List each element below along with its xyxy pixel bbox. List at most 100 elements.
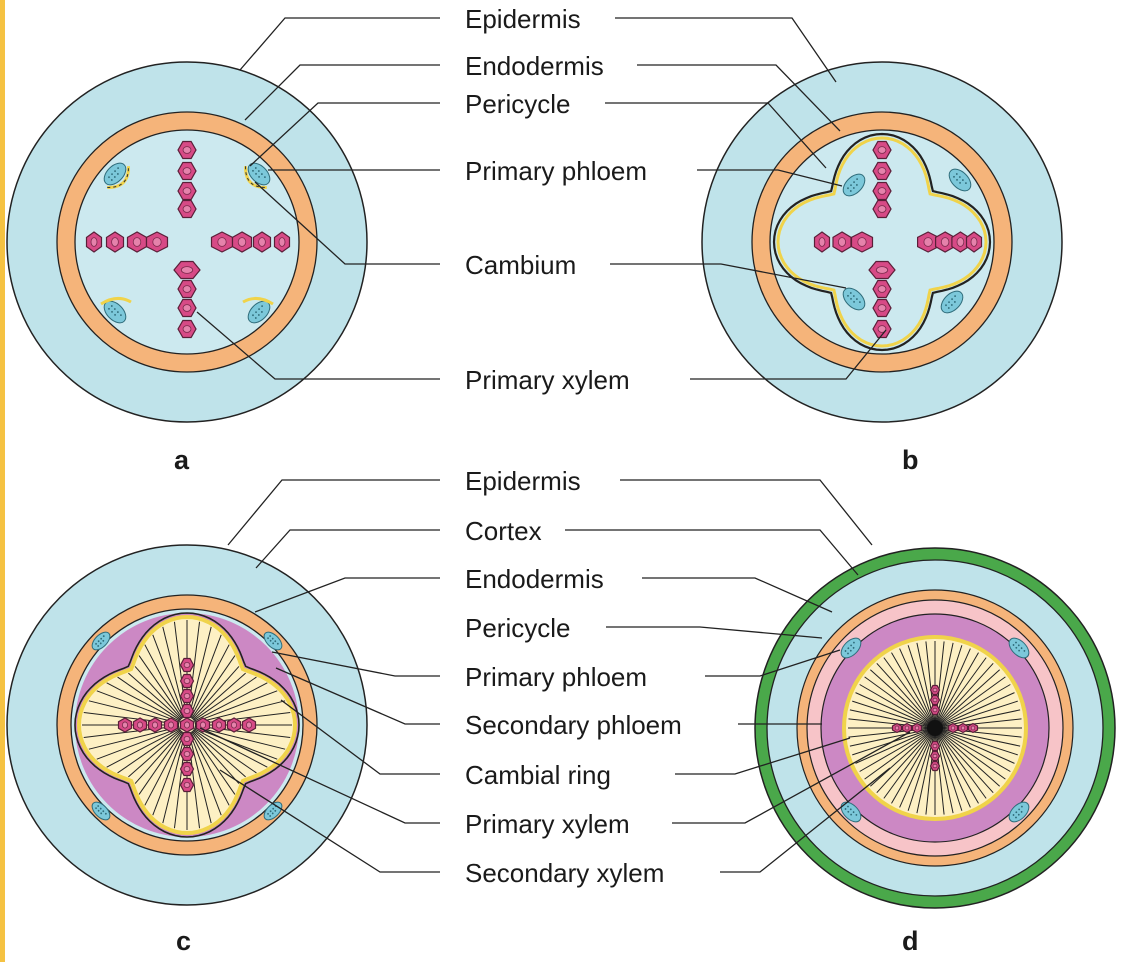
xylem-vessel-lumen xyxy=(957,238,964,247)
xylem-vessel-lumen xyxy=(184,736,190,741)
xylem-vessel xyxy=(213,718,226,732)
label-top-pericycle: Pericycle xyxy=(465,89,570,119)
xylem-vessel-lumen xyxy=(933,754,937,758)
xylem-vessel-lumen xyxy=(878,206,886,213)
xylem-vessel-lumen xyxy=(878,286,886,293)
xylem-vessel xyxy=(931,686,940,695)
xylem-vessel xyxy=(181,733,194,746)
xylem-vessel-lumen xyxy=(933,688,937,692)
xylem-vessel-lumen xyxy=(200,722,205,728)
xylem-vessel-lumen xyxy=(895,726,899,730)
xylem-vessel xyxy=(181,779,194,792)
label-top-primary-phloem: Primary phloem xyxy=(465,156,647,186)
xylem-vessel-lumen xyxy=(876,267,887,274)
xylem-vessel xyxy=(903,724,912,733)
xylem-vessel-lumen xyxy=(122,722,127,728)
xylem-vessel-lumen xyxy=(184,782,190,787)
xylem-vessel xyxy=(134,718,147,732)
xylem-vessel-lumen xyxy=(819,238,825,247)
xylem-vessel-lumen xyxy=(183,206,191,213)
xylem-vessel-lumen xyxy=(933,744,937,748)
leader-c-cortex xyxy=(256,530,440,568)
xylem-vessel xyxy=(931,706,940,715)
xylem-vessel-lumen xyxy=(183,168,191,175)
xylem-vessel-lumen xyxy=(183,147,191,154)
xylem-vessel-lumen xyxy=(924,238,932,247)
xylem-vessel-lumen xyxy=(184,693,190,698)
panel-letter-a: a xyxy=(174,445,190,475)
xylem-vessel xyxy=(931,752,940,761)
xylem-vessel xyxy=(149,718,162,732)
xylem-vessel-lumen xyxy=(184,708,190,713)
panel-c-cross-section xyxy=(7,545,367,905)
xylem-vessel-lumen xyxy=(878,188,886,195)
xylem-vessel-lumen xyxy=(878,305,886,312)
xylem-vessel-lumen xyxy=(933,708,937,712)
xylem-vessel xyxy=(181,705,194,718)
xylem-vessel xyxy=(959,724,968,733)
xylem-vessel-lumen xyxy=(838,238,845,247)
xylem-vessel-lumen xyxy=(152,722,157,728)
xylem-vessel xyxy=(969,724,978,733)
label-bottom-pericycle: Pericycle xyxy=(465,613,570,643)
xylem-vessel xyxy=(913,724,922,733)
xylem-vessel-lumen xyxy=(184,722,189,728)
xylem-vessel-lumen xyxy=(878,168,886,175)
xylem-vessel-lumen xyxy=(184,751,190,756)
xylem-vessel-lumen xyxy=(183,188,191,195)
xylem-vessel xyxy=(181,659,194,672)
xylem-vessel-lumen xyxy=(112,238,119,247)
xylem-vessel-lumen xyxy=(951,726,955,730)
xylem-vessel-lumen xyxy=(878,147,886,154)
xylem-vessel-lumen xyxy=(181,267,192,274)
xylem-vessel-lumen xyxy=(971,726,975,730)
leader-a-epidermis xyxy=(240,18,440,70)
xylem-vessel-lumen xyxy=(933,698,937,702)
label-top-primary-xylem: Primary xylem xyxy=(465,365,630,395)
xylem-vessel xyxy=(949,724,958,733)
xylem-vessel-lumen xyxy=(184,766,190,771)
xylem-vessel xyxy=(931,742,940,751)
xylem-vessel-lumen xyxy=(184,662,190,667)
leader-d-epidermis xyxy=(620,480,872,545)
xylem-vessel xyxy=(181,763,194,776)
xylem-vessel-lumen xyxy=(137,722,142,728)
xylem-vessel-lumen xyxy=(168,722,173,728)
xylem-vessel-lumen xyxy=(218,238,226,247)
xylem-vessel xyxy=(181,675,194,688)
label-bottom-secondary-phloem: Secondary phloem xyxy=(465,710,682,740)
xylem-vessel-lumen xyxy=(91,238,97,247)
xylem-vessel xyxy=(931,696,940,705)
label-bottom-cortex: Cortex xyxy=(465,516,542,546)
xylem-vessel xyxy=(181,690,194,703)
xylem-vessel xyxy=(931,762,940,771)
label-bottom-primary-phloem: Primary phloem xyxy=(465,662,647,692)
xylem-vessel-lumen xyxy=(183,305,191,312)
xylem-vessel-lumen xyxy=(238,238,246,247)
panel-letter-c: c xyxy=(176,926,191,956)
xylem-vessel xyxy=(181,718,194,732)
xylem-vessel-lumen xyxy=(246,722,251,728)
xylem-vessel-lumen xyxy=(183,326,191,333)
pith-center xyxy=(927,720,943,736)
panel-b-cross-section xyxy=(702,62,1062,422)
label-top-endodermis: Endodermis xyxy=(465,51,604,81)
panel-letter-b: b xyxy=(902,445,919,475)
xylem-vessel-lumen xyxy=(858,238,866,247)
xylem-vessel xyxy=(228,718,241,732)
xylem-vessel-lumen xyxy=(184,678,190,683)
leader-c-epidermis xyxy=(228,480,440,545)
xylem-vessel-lumen xyxy=(231,722,236,728)
label-bottom-epidermis: Epidermis xyxy=(465,466,581,496)
xylem-vessel-lumen xyxy=(941,238,949,247)
panel-a-cross-section xyxy=(7,62,367,422)
xylem-vessel-lumen xyxy=(961,726,965,730)
leader-b-epidermis xyxy=(615,18,836,82)
xylem-vessel-lumen xyxy=(279,238,285,247)
xylem-vessel xyxy=(243,718,256,732)
xylem-vessel xyxy=(165,718,178,732)
label-top-cambium: Cambium xyxy=(465,250,576,280)
xylem-vessel xyxy=(119,718,132,732)
xylem-vessel xyxy=(893,724,902,733)
